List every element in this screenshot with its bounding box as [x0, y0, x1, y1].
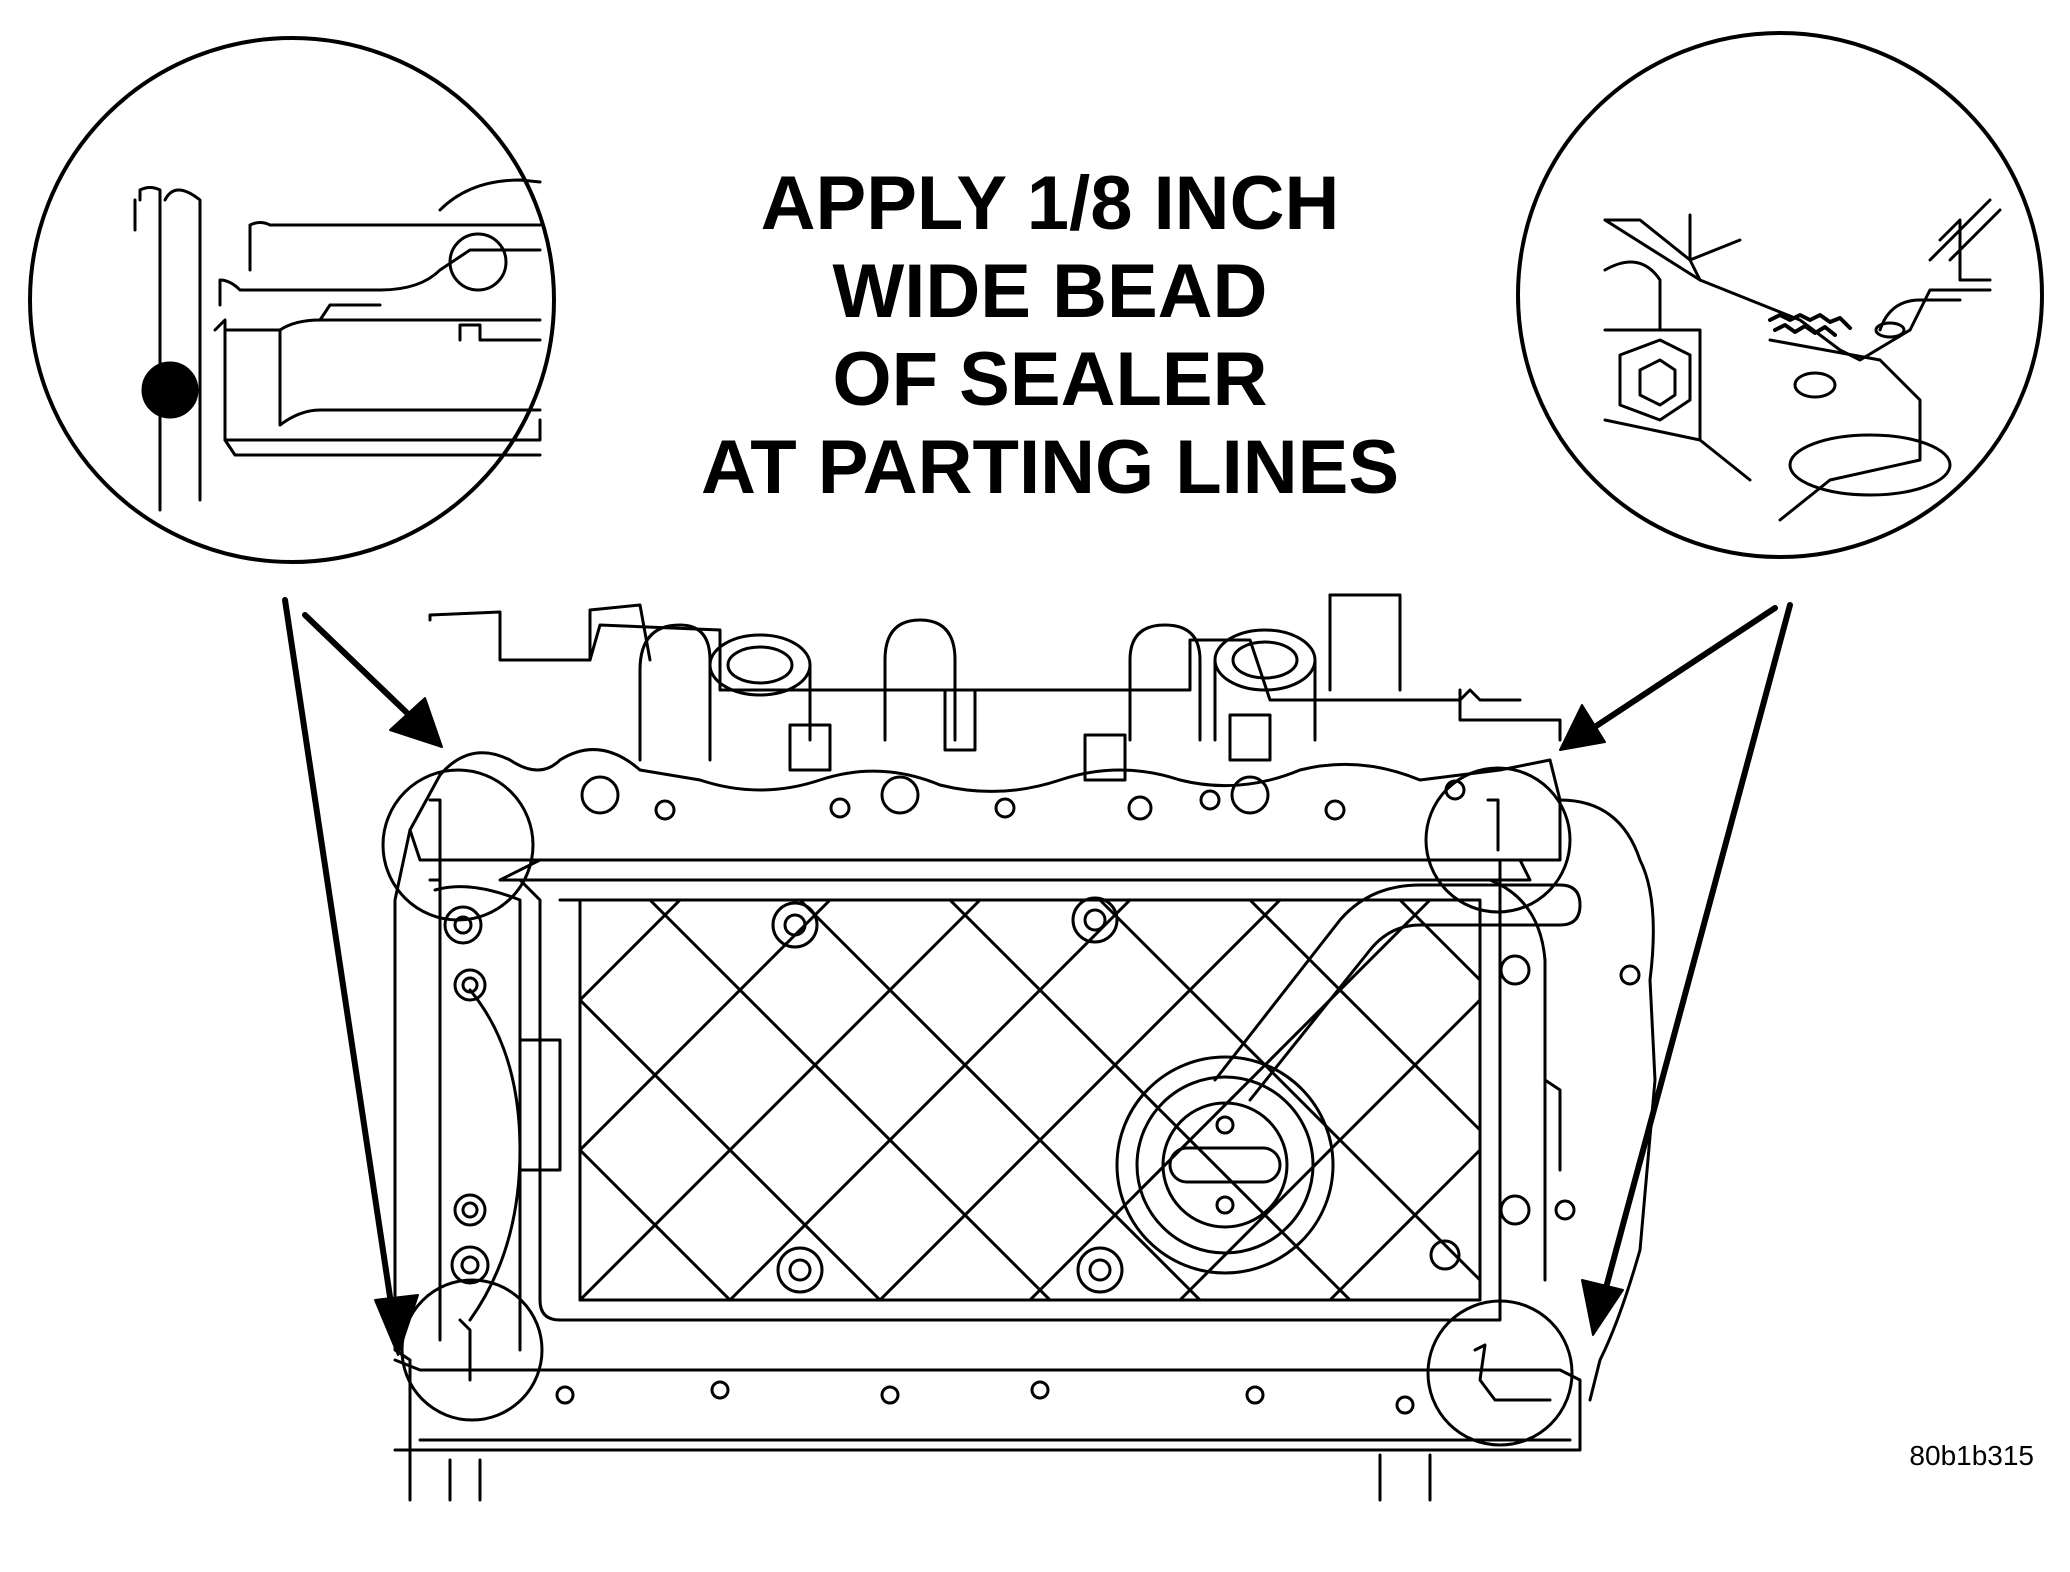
figure-id: 80b1b315 [1909, 1440, 2034, 1471]
engine-block [393, 593, 1657, 1502]
oil-pickup [1115, 883, 1582, 1275]
arrow-to-top-right [1572, 605, 1778, 743]
callout-line-2: WIDE BEAD [832, 249, 1268, 334]
callout-line-4: AT PARTING LINES [700, 425, 1400, 510]
detail-circle-left [28, 36, 556, 564]
leader-arrows [282, 597, 1793, 1333]
windage-tray [443, 878, 1531, 1322]
callout-line-1: APPLY 1/8 INCH [760, 161, 1340, 246]
highlight-top-left [381, 768, 535, 922]
detail-circle-right [1516, 31, 2044, 559]
highlight-bottom-left [400, 1278, 544, 1422]
arrowheads [374, 697, 1624, 1356]
arrow-to-bottom-left [282, 597, 398, 1333]
highlight-bottom-right [1426, 1299, 1574, 1447]
callout-line-3: OF SEALER [832, 337, 1268, 422]
highlight-top-right [1424, 766, 1572, 914]
highlight-circles [381, 766, 1574, 1447]
arrow-to-bottom-right [1597, 602, 1793, 1313]
callout-text: APPLY 1/8 INCH WIDE BEAD OF SEALER AT PA… [630, 160, 1470, 512]
